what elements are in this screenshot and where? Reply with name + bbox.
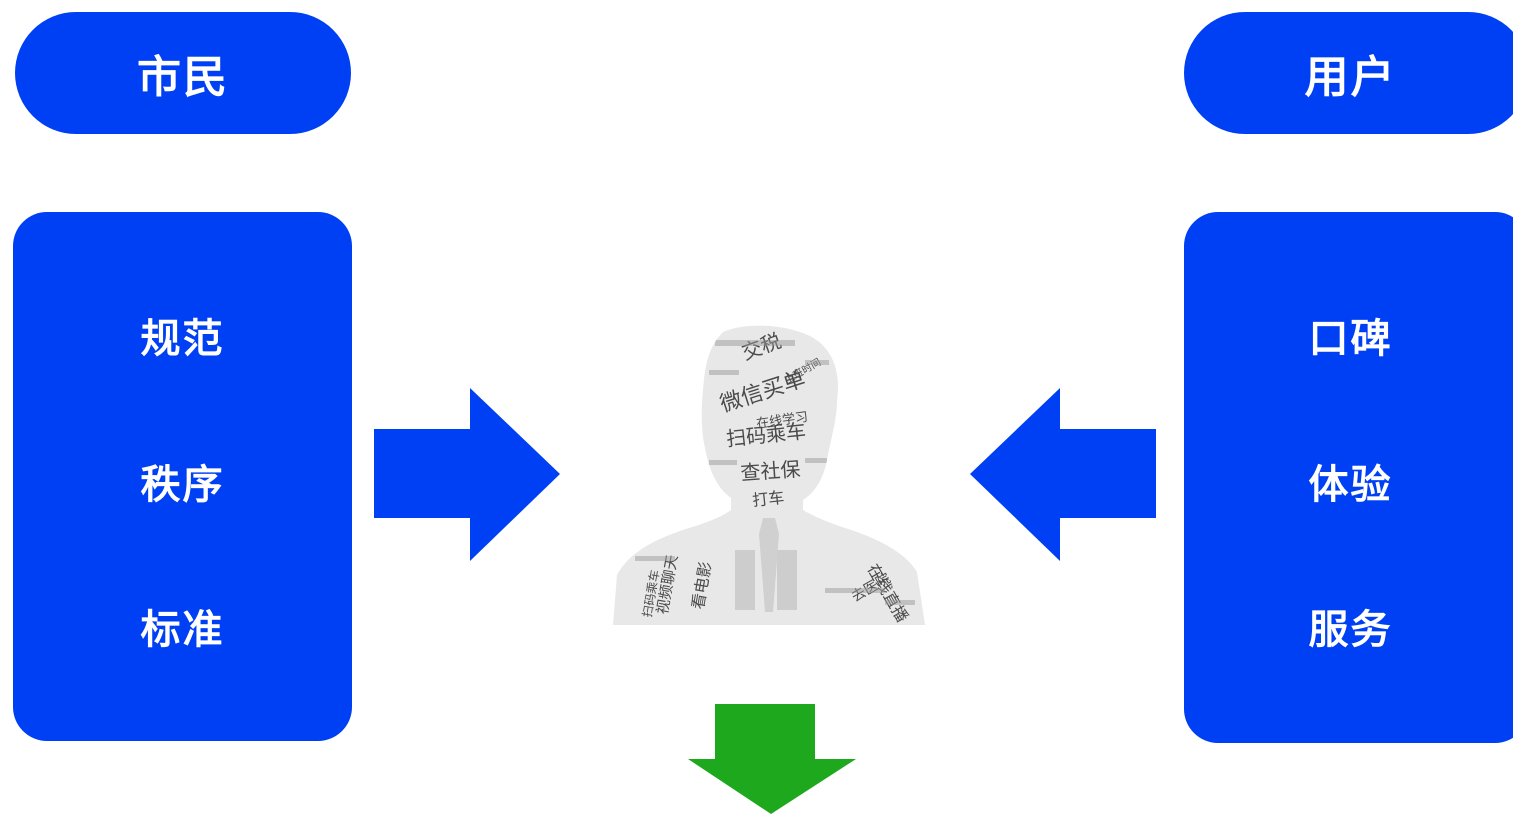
right-item-3: 服务 bbox=[1178, 597, 1513, 655]
left-item-3: 标准 bbox=[13, 597, 352, 655]
right-header-pill: 用户 bbox=[1184, 12, 1513, 134]
arrow-right-icon bbox=[372, 386, 562, 564]
left-item-2: 秩序 bbox=[13, 452, 352, 510]
right-item-1: 口碑 bbox=[1178, 306, 1513, 364]
arrow-left-icon bbox=[968, 386, 1158, 564]
left-header-pill: 市民 bbox=[15, 12, 351, 134]
arrow-down-icon bbox=[686, 702, 858, 815]
right-panel: 口碑 体验 服务 bbox=[1184, 212, 1513, 743]
left-panel: 规范 秩序 标准 bbox=[13, 212, 352, 741]
right-header-label: 用户 bbox=[1305, 41, 1397, 105]
left-header-label: 市民 bbox=[137, 41, 229, 105]
person-word-cloud-icon: 交税 微信买单 在线学习 扫码乘车 查社保 打车 看电影 视频聊天 扫码乘车 在… bbox=[605, 320, 930, 630]
wc-word-6: 打车 bbox=[751, 488, 785, 510]
left-item-1: 规范 bbox=[13, 306, 352, 364]
wc-word-5: 查社保 bbox=[740, 457, 802, 485]
right-item-2: 体验 bbox=[1178, 452, 1513, 510]
